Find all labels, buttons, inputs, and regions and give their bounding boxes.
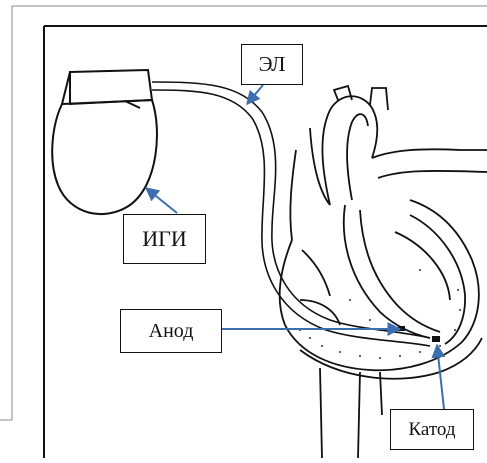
arrow-generator [146,188,177,213]
pulse-generator [52,70,157,214]
arrow-lead [247,85,263,104]
heart-outline [280,86,487,458]
cathode-tip [432,336,440,342]
label-lead: ЭЛ [241,44,303,85]
label-anode: Анод [120,309,222,353]
label-cathode: Катод [390,409,474,450]
label-generator: ИГИ [123,214,206,264]
image-frame [44,26,487,458]
